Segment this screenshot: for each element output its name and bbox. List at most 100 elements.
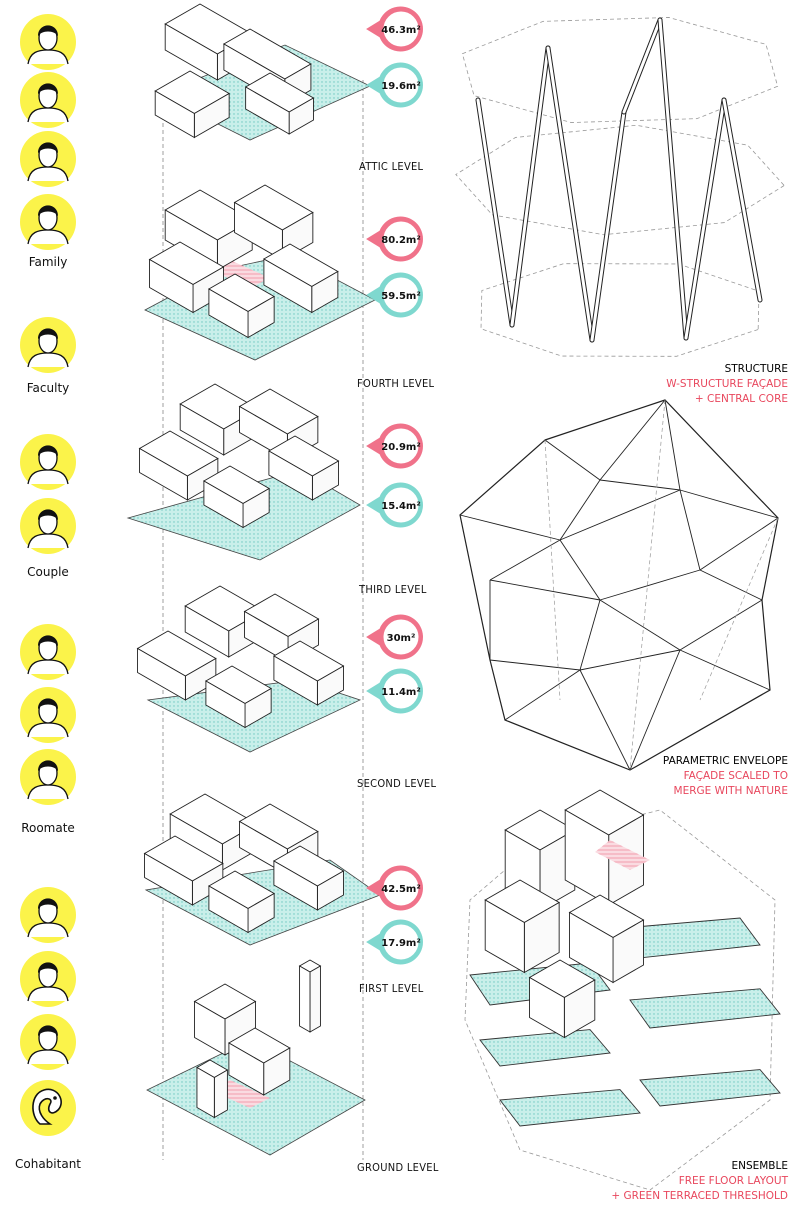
envelope-facet — [699, 517, 779, 571]
envelope-facet — [489, 539, 561, 581]
floor-plan-0 — [154, 3, 371, 141]
wall-face — [184, 605, 230, 658]
caption-structure-line1: W-STRUCTURE FAÇADE — [666, 378, 788, 390]
shared-area-marker: 19.6m² — [366, 62, 423, 108]
caption-envelope-line1: FAÇADE SCALED TO — [683, 770, 788, 782]
squirrel-avatar — [20, 1080, 76, 1136]
structure-column-inner — [684, 98, 726, 340]
structure-column-inner — [510, 46, 550, 327]
level-label-attic: ATTIC LEVEL — [359, 160, 424, 173]
level-label-second: SECOND LEVEL — [357, 777, 437, 790]
group-label-roomate: Roomate — [21, 821, 75, 835]
wall-face — [484, 899, 525, 974]
floor-plan-2 — [126, 383, 361, 561]
caption-envelope-line2: MERGE WITH NATURE — [673, 785, 788, 797]
hair — [38, 898, 58, 909]
marker-ring — [380, 425, 422, 467]
person-avatar — [20, 434, 76, 490]
wall-face — [139, 447, 188, 501]
hair — [38, 142, 58, 153]
marker-ring — [380, 867, 422, 909]
hair — [38, 1025, 58, 1036]
wall-face — [137, 647, 186, 701]
envelope-hidden-edge — [544, 439, 561, 701]
hair — [38, 445, 58, 456]
group-label-couple: Couple — [27, 565, 69, 579]
ensemble-envelope-ghost — [464, 809, 776, 1191]
squirrel-eye — [53, 1096, 57, 1100]
envelope-facet — [599, 399, 666, 481]
envelope-facet — [489, 659, 581, 671]
marker-ring — [380, 616, 422, 658]
floor-stack — [126, 3, 381, 1160]
private-area-value: 20.9m² — [381, 442, 420, 453]
green-terrace — [629, 988, 781, 1029]
structure-column-inner — [476, 98, 514, 327]
private-area-marker: 42.5m² — [366, 865, 423, 911]
hair — [38, 760, 58, 771]
floor-plan-3 — [136, 585, 362, 753]
wall-face — [273, 860, 318, 911]
person-avatar — [20, 14, 76, 70]
envelope-facet — [504, 669, 581, 721]
envelope-facet — [679, 599, 763, 651]
green-terrace — [499, 1089, 641, 1127]
envelope-facet — [579, 669, 631, 771]
caption-ensemble-title: ENSEMBLE — [731, 1160, 788, 1172]
caption-envelope: PARAMETRIC ENVELOPE FAÇADE SCALED TO MER… — [663, 754, 788, 799]
marker-ring — [380, 274, 422, 316]
envelope-facet — [679, 489, 779, 519]
envelope-facet — [599, 599, 681, 651]
structure-ring-bottom — [480, 263, 760, 357]
wall-face — [205, 680, 246, 729]
marker-ring — [380, 670, 422, 712]
person-avatar — [20, 687, 76, 743]
wall-face — [245, 86, 290, 135]
shared-area-marker: 59.5m² — [366, 272, 423, 318]
level-label-fourth: FOURTH LEVEL — [357, 377, 435, 390]
avatars-column — [20, 14, 76, 1136]
structure-column-inner — [622, 18, 662, 114]
structure-column-inner — [658, 18, 688, 340]
person-avatar — [20, 749, 76, 805]
marker-ring — [380, 64, 422, 106]
wall-face — [203, 480, 244, 529]
wall-face — [569, 911, 614, 984]
envelope-facet — [599, 479, 681, 491]
hair — [38, 509, 58, 520]
envelope-facet — [599, 569, 701, 601]
ensemble-diagram — [464, 789, 781, 1191]
floor-plan-4 — [143, 793, 381, 946]
wall-face — [149, 258, 194, 314]
person-avatar — [20, 498, 76, 554]
structure-ring-top — [461, 17, 779, 123]
caption-ensemble: ENSEMBLE FREE FLOOR LAYOUT + GREEN TERRA… — [611, 1159, 788, 1204]
wall-face — [299, 965, 311, 1033]
person-avatar — [20, 131, 76, 187]
envelope-facet — [699, 569, 763, 601]
caption-structure-title: STRUCTURE — [724, 363, 788, 375]
envelope-facet — [559, 539, 601, 601]
green-terrace — [639, 1069, 781, 1107]
marker-ring — [380, 8, 422, 50]
private-area-marker: 30m² — [366, 614, 423, 660]
wall-face — [196, 1066, 215, 1119]
caption-ensemble-line1: FREE FLOOR LAYOUT — [678, 1175, 788, 1187]
shared-area-value: 19.6m² — [381, 81, 420, 92]
private-area-value: 46.3m² — [381, 25, 420, 36]
level-label-third: THIRD LEVEL — [359, 583, 427, 596]
wall-face — [263, 258, 313, 314]
envelope-facet — [459, 514, 561, 541]
shared-area-value: 15.4m² — [381, 501, 420, 512]
person-avatar — [20, 951, 76, 1007]
w-structure-diagram — [455, 17, 785, 357]
envelope-facet — [629, 649, 681, 771]
caption-structure-line2: + CENTRAL CORE — [694, 393, 788, 405]
wall-face — [529, 976, 565, 1039]
hair — [38, 962, 58, 973]
hair — [38, 83, 58, 94]
caption-structure: STRUCTURE W-STRUCTURE FAÇADE + CENTRAL C… — [666, 362, 788, 407]
hair — [38, 25, 58, 36]
shared-area-marker: 15.4m² — [366, 482, 423, 528]
